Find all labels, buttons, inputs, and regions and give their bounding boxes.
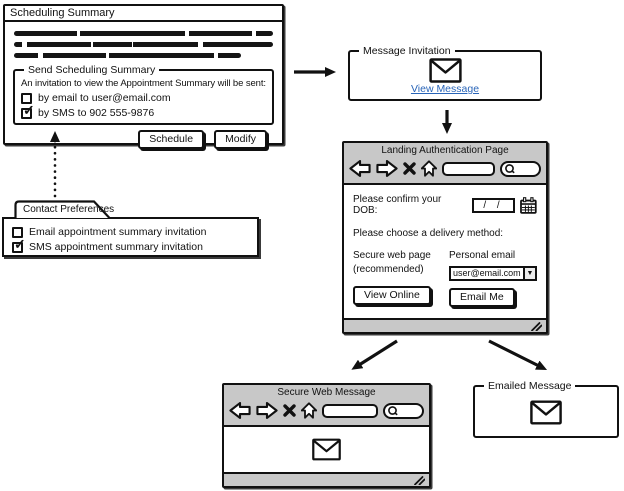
checkmark-icon: ✓ <box>14 235 26 252</box>
email-option-checkbox[interactable] <box>21 92 32 104</box>
personal-email-column: Personal email user@email.com ▼ Email Me <box>449 249 537 307</box>
modify-button[interactable]: Modify <box>214 130 267 149</box>
calendar-icon[interactable] <box>520 196 537 214</box>
magnifier-icon <box>505 163 514 173</box>
envelope-icon <box>428 58 462 83</box>
browser-status-bar <box>344 318 546 332</box>
emailed-message-group: Emailed Message <box>473 380 619 438</box>
home-icon[interactable] <box>301 402 317 419</box>
secure-web-message-window: Secure Web Message <box>222 383 431 488</box>
envelope-icon <box>312 438 341 461</box>
email-dropdown-value: user@email.com <box>453 268 521 278</box>
browser-window-title: Secure Web Message <box>277 387 376 398</box>
invitation-intro-text: An invitation to view the Appointment Su… <box>21 78 266 89</box>
browser-status-bar <box>224 472 429 486</box>
secure-message-content <box>224 427 429 472</box>
email-option-row: by email to user@email.com <box>21 92 266 104</box>
magnifier-icon <box>388 405 397 415</box>
browser-toolbar <box>349 160 541 177</box>
tab-label: Contact Preferences <box>23 204 115 215</box>
browser-window-title: Landing Authentication Page <box>381 145 509 156</box>
contact-preferences-tab[interactable]: Contact Preferences <box>14 200 115 218</box>
view-online-button[interactable]: View Online <box>353 286 431 305</box>
message-invitation-group: Message Invitation View Message <box>348 45 542 101</box>
close-icon[interactable] <box>283 404 296 417</box>
scheduling-summary-window: Scheduling Summary Send Scheduling Summa… <box>3 4 284 149</box>
email-preference-label: Email appointment summary invitation <box>29 226 207 238</box>
resize-grip-icon[interactable] <box>530 321 542 331</box>
sms-option-label: by SMS to 902 555-9876 <box>38 107 155 119</box>
contact-preferences-panel: Email appointment summary invitation ✓ S… <box>2 217 259 257</box>
group-legend: Emailed Message <box>488 380 572 392</box>
secure-web-option-column: Secure web page (recommended) View Onlin… <box>353 249 449 307</box>
sms-preference-label: SMS appointment summary invitation <box>29 241 203 253</box>
checkmark-icon: ✓ <box>23 101 35 118</box>
back-icon[interactable] <box>349 160 371 177</box>
placeholder-text-scribble <box>13 31 274 58</box>
arrow-landing-to-emailed <box>488 339 548 371</box>
delivery-options-columns: Secure web page (recommended) View Onlin… <box>353 249 537 307</box>
home-icon[interactable] <box>421 160 437 177</box>
window-title-bar: Scheduling Summary <box>5 6 282 22</box>
dob-input[interactable]: / / <box>471 197 516 213</box>
window-body: Send Scheduling Summary An invitation to… <box>5 22 282 149</box>
address-bar-input[interactable] <box>322 403 378 418</box>
delivery-method-label: Please choose a delivery method: <box>353 228 504 239</box>
scribble-line <box>14 42 273 47</box>
forward-icon[interactable] <box>376 160 398 177</box>
envelope-icon <box>530 400 562 425</box>
sms-option-checkbox[interactable]: ✓ <box>21 103 35 119</box>
dob-row: Please confirm your DOB: / / <box>353 194 537 216</box>
group-legend: Message Invitation <box>363 45 451 57</box>
send-scheduling-summary-group: Send Scheduling Summary An invitation to… <box>13 64 274 125</box>
email-me-button[interactable]: Email Me <box>449 288 515 307</box>
window-title: Scheduling Summary <box>10 7 115 19</box>
secure-web-recommended-label: (recommended) <box>353 264 424 275</box>
email-preference-checkbox[interactable] <box>12 226 23 238</box>
email-option-label: by email to user@email.com <box>38 92 171 104</box>
scribble-line <box>14 53 242 58</box>
scribble-line <box>14 31 273 36</box>
browser-toolbar <box>229 402 424 419</box>
tab-shape <box>14 200 111 218</box>
dropdown-arrow-icon[interactable]: ▼ <box>523 268 535 279</box>
landing-authentication-window: Landing Authentication Page Please confi… <box>342 141 548 334</box>
scheduling-buttons-row: Schedule Modify <box>13 130 274 149</box>
email-preference-row: Email appointment summary invitation <box>12 226 249 238</box>
secure-web-label: Secure web page <box>353 250 431 261</box>
sms-preference-checkbox[interactable]: ✓ <box>12 237 26 253</box>
forward-icon[interactable] <box>256 402 278 419</box>
search-field[interactable] <box>383 402 424 419</box>
back-icon[interactable] <box>229 402 251 419</box>
arrow-landing-to-secure-web <box>351 339 398 370</box>
search-field[interactable] <box>500 160 541 177</box>
email-dropdown[interactable]: user@email.com ▼ <box>449 266 537 281</box>
schedule-button[interactable]: Schedule <box>138 130 205 149</box>
personal-email-label: Personal email <box>449 250 516 261</box>
sms-preference-row: ✓ SMS appointment summary invitation <box>12 237 249 253</box>
browser-chrome: Secure Web Message <box>224 385 429 427</box>
resize-grip-icon[interactable] <box>413 475 425 485</box>
group-legend: Send Scheduling Summary <box>28 64 156 76</box>
dob-label: Please confirm your DOB: <box>353 194 442 216</box>
landing-page-content: Please confirm your DOB: / / Please choo… <box>344 185 546 318</box>
view-message-link[interactable]: View Message <box>410 83 480 95</box>
close-icon[interactable] <box>403 162 416 175</box>
address-bar-input[interactable] <box>442 161 495 176</box>
sms-option-row: ✓ by SMS to 902 555-9876 <box>21 103 266 119</box>
browser-chrome: Landing Authentication Page <box>344 143 546 185</box>
